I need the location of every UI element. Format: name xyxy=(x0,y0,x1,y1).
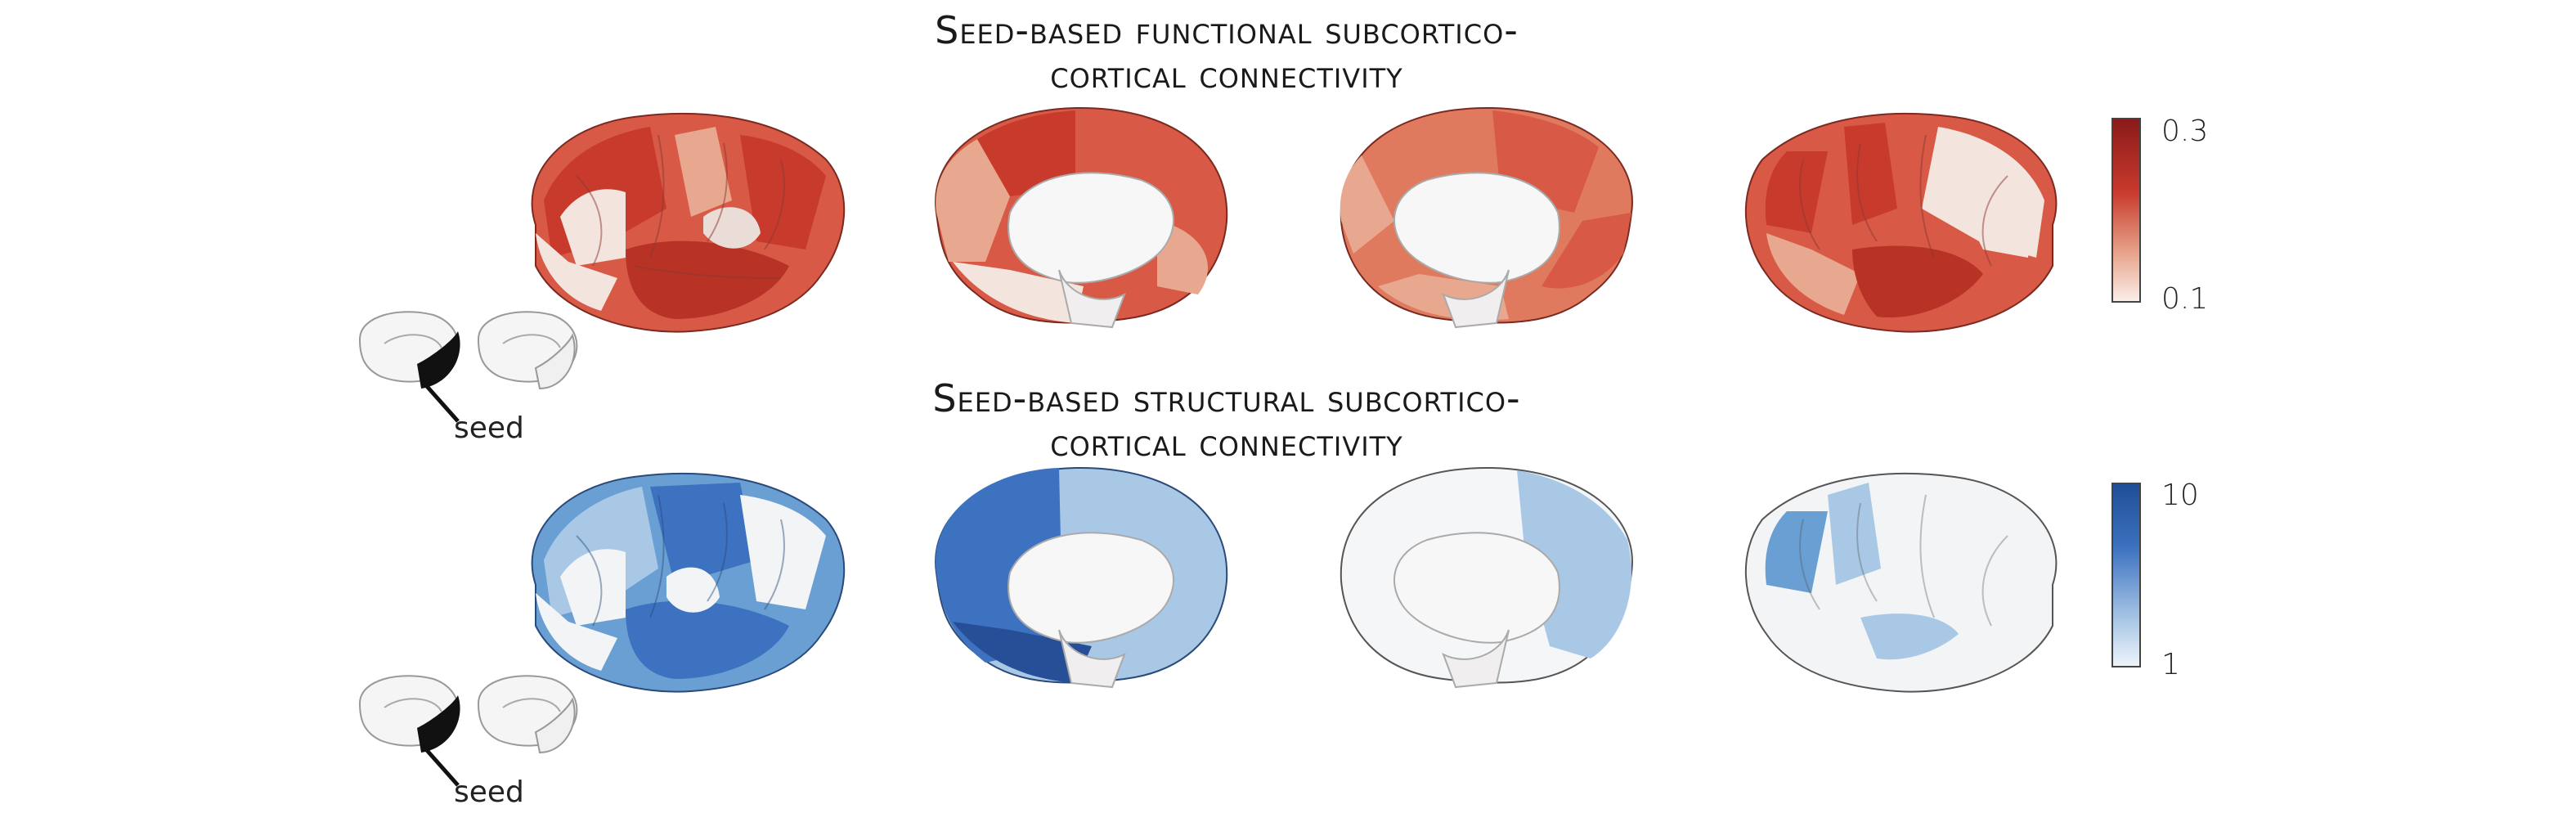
functional-lateral-left-brain xyxy=(531,112,846,333)
structural-title-line-1: Seed-based structural subcortico- xyxy=(932,376,1521,420)
functional-colorbar-max-label: 0.3 xyxy=(2161,115,2209,148)
structural-colorbar xyxy=(2112,483,2141,667)
structural-seed-icon xyxy=(358,675,578,787)
structural-title-line-2: cortical connectivity xyxy=(1050,420,1403,465)
structural-colorbar-min-label: 1 xyxy=(2161,648,2180,681)
structural-medial-left-brain xyxy=(935,466,1228,689)
functional-medial-left-brain xyxy=(935,106,1228,329)
functional-seed-icon xyxy=(358,311,578,423)
functional-panel-title: Seed-based functional subcortico- cortic… xyxy=(736,8,1717,97)
functional-medial-right-brain xyxy=(1340,106,1633,329)
functional-title-line-1: Seed-based functional subcortico- xyxy=(935,8,1519,52)
functional-lateral-right-brain xyxy=(1744,112,2058,333)
structural-panel-title: Seed-based structural subcortico- cortic… xyxy=(736,376,1717,465)
structural-medial-right-brain xyxy=(1340,466,1633,689)
structural-lateral-right-brain xyxy=(1744,472,2058,693)
functional-title-line-2: cortical connectivity xyxy=(1050,52,1403,97)
structural-lateral-left-brain xyxy=(531,472,846,693)
structural-colorbar-max-label: 10 xyxy=(2161,479,2199,512)
functional-colorbar xyxy=(2112,118,2141,303)
structural-seed-label: seed xyxy=(454,775,524,809)
functional-colorbar-min-label: 0.1 xyxy=(2161,282,2209,316)
functional-seed-label: seed xyxy=(454,411,524,445)
